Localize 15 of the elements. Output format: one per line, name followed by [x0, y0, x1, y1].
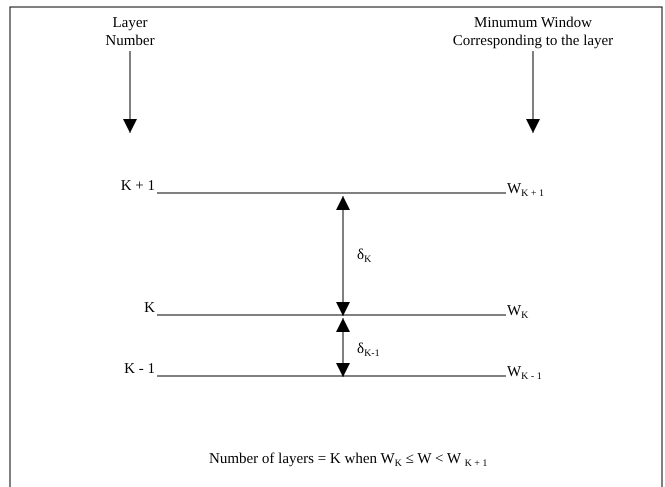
layer-label: K [144, 299, 155, 317]
formula-note: Number of layers = K when W$_{K}$ ≤ W < W $_{K + 1}$ [209, 450, 488, 468]
layer-line [156, 314, 506, 316]
layer-label: K - 1 [124, 360, 155, 378]
layer-label: K + 1 [120, 177, 155, 195]
window-label: W$_{K + 1}$ [507, 180, 544, 198]
window-label: W$_{K}$ [507, 302, 528, 320]
arrow [526, 50, 540, 134]
window-label: W$_{K - 1}$ [507, 363, 542, 381]
column-heading: Layer Number [99, 14, 161, 50]
arrow [123, 50, 137, 134]
column-heading: Minumum Window Corresponding to the layer [443, 14, 623, 50]
gap-label: δ$_{K}$ [357, 246, 372, 264]
gap-label: δ$_{K-1}$ [357, 340, 380, 358]
layer-line [156, 192, 506, 194]
